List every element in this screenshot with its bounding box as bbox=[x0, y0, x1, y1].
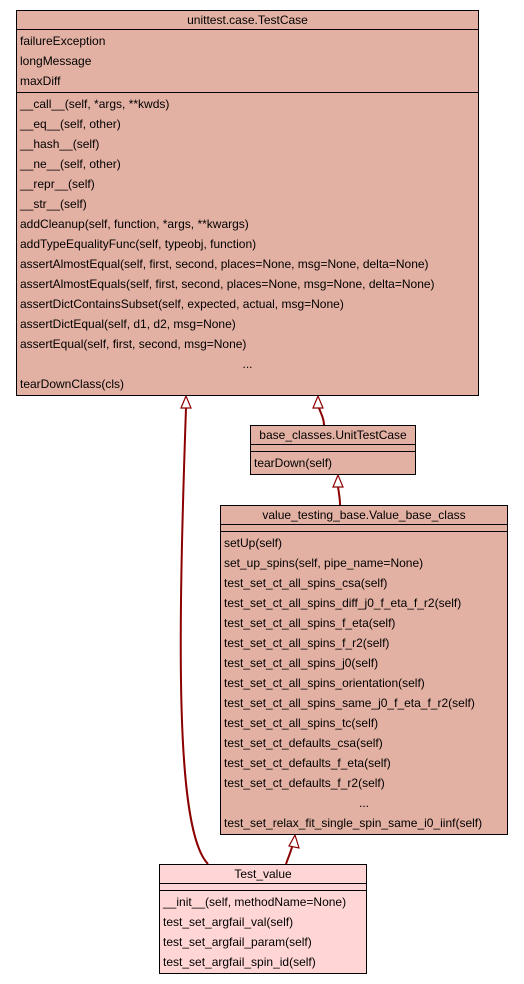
attributes-section bbox=[221, 525, 507, 532]
method: tearDown(self) bbox=[254, 456, 333, 470]
class-testcase[interactable]: unittest.case.TestCase failureException … bbox=[16, 10, 479, 396]
methods-section: __init__(self, methodName=None) test_set… bbox=[160, 891, 366, 973]
method: assertEqual(self, first, second, msg=Non… bbox=[20, 337, 247, 351]
method: assertDictContainsSubset(self, expected,… bbox=[20, 297, 344, 311]
method: __init__(self, methodName=None) bbox=[163, 895, 347, 909]
method: test_set_ct_all_spins_same_j0_f_eta_f_r2… bbox=[224, 696, 475, 710]
attribute: maxDiff bbox=[20, 74, 61, 88]
methods-section: tearDown(self) bbox=[251, 452, 415, 474]
method: assertAlmostEqual(self, first, second, p… bbox=[20, 257, 429, 271]
edge-unittestcase-to-testcase bbox=[318, 407, 325, 426]
methods-section: __call__(self, *args, **kwds) __eq__(sel… bbox=[17, 93, 478, 395]
class-title: value_testing_base.Value_base_class bbox=[221, 506, 507, 525]
ellipsis: ... bbox=[242, 357, 253, 371]
method: setUp(self) bbox=[224, 536, 283, 550]
method: set_up_spins(self, pipe_name=None) bbox=[224, 556, 424, 570]
attribute: failureException bbox=[20, 34, 106, 48]
class-title: unittest.case.TestCase bbox=[17, 11, 478, 30]
method: __call__(self, *args, **kwds) bbox=[20, 97, 170, 111]
arrowhead-unittestcase bbox=[332, 473, 344, 488]
method: assertDictEqual(self, d1, d2, msg=None) bbox=[20, 317, 236, 331]
edge-testvalue-to-testcase bbox=[179, 407, 209, 865]
class-title: Test_value bbox=[160, 865, 366, 884]
class-testvalue[interactable]: Test_value __init__(self, methodName=Non… bbox=[159, 864, 367, 974]
edge-valuebase-to-unittestcase bbox=[337, 486, 341, 506]
method: test_set_ct_all_spins_j0(self) bbox=[224, 656, 379, 670]
ellipsis: ... bbox=[358, 796, 369, 810]
class-unittestcase[interactable]: base_classes.UnitTestCase tearDown(self) bbox=[250, 425, 416, 475]
method: test_set_ct_defaults_f_eta(self) bbox=[224, 756, 391, 770]
method: addCleanup(self, function, *args, **kwar… bbox=[20, 217, 249, 231]
edge-testvalue-to-valuebase bbox=[285, 846, 293, 865]
method: addTypeEqualityFunc(self, typeobj, funct… bbox=[20, 237, 257, 251]
method: __ne__(self, other) bbox=[20, 157, 121, 171]
class-title: base_classes.UnitTestCase bbox=[251, 426, 415, 445]
method: test_set_ct_all_spins_diff_j0_f_eta_f_r2… bbox=[224, 596, 462, 610]
method: tearDownClass(cls) bbox=[20, 377, 125, 391]
attribute: longMessage bbox=[20, 54, 92, 68]
attributes-section bbox=[160, 884, 366, 891]
arrowhead-valuebase bbox=[288, 833, 300, 849]
method: __str__(self) bbox=[20, 197, 87, 211]
method: test_set_ct_all_spins_tc(self) bbox=[224, 716, 379, 730]
attributes-section bbox=[251, 445, 415, 452]
attributes-section: failureException longMessage maxDiff bbox=[17, 30, 478, 93]
arrowhead-testcase-right bbox=[312, 394, 324, 409]
method: test_set_ct_all_spins_f_r2(self) bbox=[224, 636, 390, 650]
method: test_set_relax_fit_single_spin_same_i0_i… bbox=[224, 816, 483, 830]
method: test_set_ct_all_spins_csa(self) bbox=[224, 576, 388, 590]
method: __eq__(self, other) bbox=[20, 117, 121, 131]
method: test_set_ct_all_spins_orientation(self) bbox=[224, 676, 425, 690]
method: test_set_ct_defaults_f_r2(self) bbox=[224, 776, 385, 790]
method: assertAlmostEquals(self, first, second, … bbox=[20, 277, 435, 291]
method: test_set_argfail_spin_id(self) bbox=[163, 955, 316, 969]
arrowhead-testcase-left bbox=[180, 394, 192, 409]
method: test_set_argfail_param(self) bbox=[163, 935, 312, 949]
method: __hash__(self) bbox=[20, 137, 100, 151]
method: test_set_ct_defaults_csa(self) bbox=[224, 736, 383, 750]
method: __repr__(self) bbox=[20, 177, 95, 191]
method: test_set_argfail_val(self) bbox=[163, 915, 294, 929]
method: test_set_ct_all_spins_f_eta(self) bbox=[224, 616, 396, 630]
methods-section: setUp(self) set_up_spins(self, pipe_name… bbox=[221, 532, 507, 834]
class-valuebase[interactable]: value_testing_base.Value_base_class setU… bbox=[220, 505, 508, 835]
